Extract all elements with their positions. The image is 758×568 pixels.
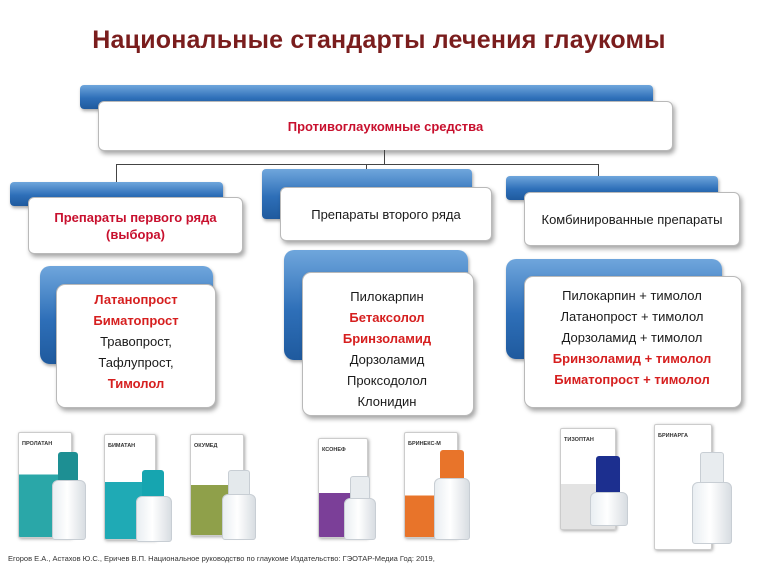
drug-item: Тимолол [107, 376, 165, 391]
connector-stem [384, 150, 385, 164]
bottle [434, 478, 470, 540]
bottle-cap [142, 470, 164, 498]
drug-item: Тафлупрост, [98, 355, 174, 370]
connector-right [598, 164, 599, 176]
citation-footer: Егоров Е.А., Астахов Ю.С., Еричев В.П. Н… [8, 554, 435, 563]
root-label: Противоглаукомные средства [287, 118, 484, 134]
page-title: Национальные стандарты лечения глаукомы [92, 26, 666, 54]
list-1: Латанопрост Биматопрост Травопрост, Тафл… [56, 289, 216, 394]
product-label: БРИНЕКС-М [408, 441, 441, 447]
drug-item: Дорзоламид + тимолол [561, 330, 703, 345]
drug-item: Проксодолол [346, 373, 428, 388]
list-1-card [56, 284, 216, 408]
connector-middle [366, 164, 367, 172]
drug-item: Пилокарпин [350, 289, 424, 304]
bottle [136, 496, 172, 542]
drug-item: Травопрост, [100, 334, 172, 349]
product-label: ТИЗОПТАН [564, 437, 594, 443]
group-2-header: Препараты второго ряда [280, 187, 492, 241]
bottle [222, 494, 256, 540]
drug-item: Дорзоламид [349, 352, 425, 367]
drug-item: Бринзоламид + тимолол [552, 351, 712, 366]
list-3: Пилокарпин + тимолол Латанопрост + тимол… [524, 285, 740, 390]
drug-item: Латанопрост [94, 292, 178, 307]
connector-horizontal [116, 164, 599, 165]
bottle-cap [58, 452, 78, 482]
product-label: БРИНАРГА [658, 433, 688, 439]
product-label: КСОНЕФ [322, 447, 346, 453]
list-2-card [302, 272, 474, 416]
product-label: ПРОЛАТАН [22, 441, 53, 447]
connector-left [116, 164, 117, 182]
bottle-cap [700, 452, 724, 486]
bottle [590, 492, 628, 526]
drug-item: Пилокарпин + тимолол [562, 288, 702, 303]
group-3-header: Комбинированные препараты [524, 192, 740, 246]
drug-item: Биматопрост [93, 313, 179, 328]
drug-item: Клонидин [357, 394, 417, 409]
group-3-label: Комбинированные препараты [541, 211, 723, 227]
group-1-header: Препараты первого ряда (выбора) [28, 197, 243, 254]
bottle [344, 498, 376, 540]
bottle [692, 482, 732, 544]
drug-item: Бринзоламид [342, 331, 432, 346]
group-2-label: Препараты второго ряда [311, 206, 461, 222]
product-label: БИМАТАН [108, 443, 136, 449]
drug-item: Биматопрост + тимолол [554, 372, 710, 387]
root-card: Противоглаукомные средства [98, 101, 673, 151]
drug-item: Латанопрост + тимолол [560, 309, 704, 324]
bottle-cap [440, 450, 464, 480]
list-3-card [524, 276, 742, 408]
bottle [52, 480, 86, 540]
bottle-cap [596, 456, 620, 496]
list-2: Пилокарпин Бетаксолол Бринзоламид Дорзол… [302, 286, 472, 412]
product-label: ОКУМЕД [194, 443, 218, 449]
drug-item: Бетаксолол [349, 310, 425, 325]
group-1-label: Препараты первого ряда (выбора) [54, 209, 217, 242]
